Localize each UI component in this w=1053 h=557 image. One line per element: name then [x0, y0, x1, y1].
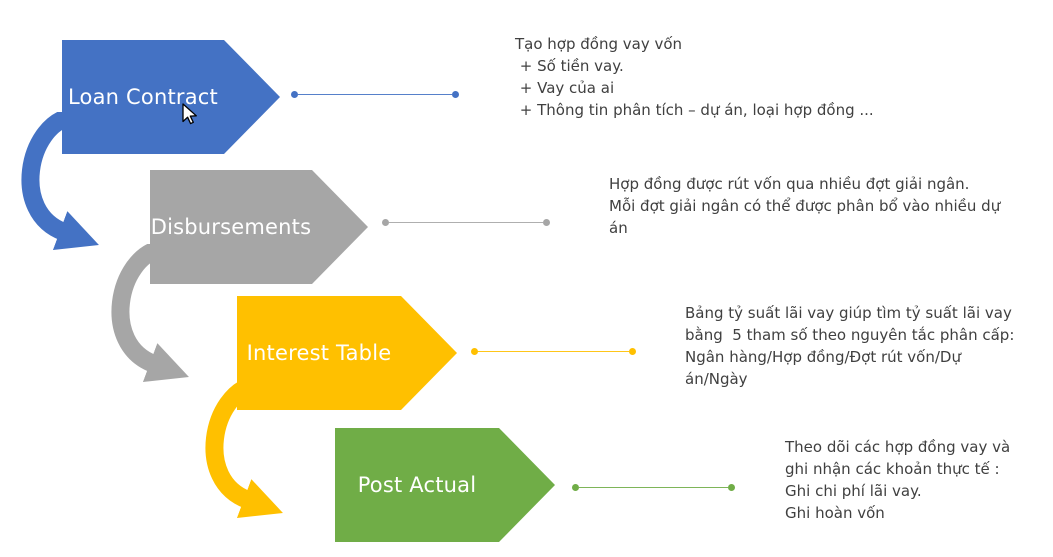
step-description-loan-contract: Tạo hợp đồng vay vốn + Số tiền vay. + Va…: [515, 35, 874, 119]
step-label-disbursements: Disbursements: [150, 215, 312, 239]
leader-dot-start: [291, 91, 298, 98]
leader-dot-end: [629, 348, 636, 355]
step-shape-post-actual[interactable]: Post Actual: [335, 428, 555, 542]
leader-dot-start: [471, 348, 478, 355]
step-description-post-actual: Theo dõi các hợp đồng vay và ghi nhận cá…: [785, 438, 1011, 522]
leader-line-post-actual: [572, 484, 735, 491]
leader-dot-end: [452, 91, 459, 98]
step-label-interest-table: Interest Table: [246, 341, 392, 365]
mouse-cursor-icon: [178, 102, 202, 130]
leader-line-disbursements: [382, 219, 550, 226]
step-label-loan-contract: Loan Contract: [68, 85, 218, 109]
leader-line-interest-table: [471, 348, 636, 355]
curved-arrow-icon: [12, 112, 124, 262]
step-description-disbursements: Hợp đồng được rút vốn qua nhiều đợt giải…: [609, 175, 1001, 237]
leader-line-segment: [298, 93, 452, 96]
leader-dot-start: [572, 484, 579, 491]
leader-line-segment: [478, 350, 629, 353]
step-shape-disbursements[interactable]: Disbursements: [150, 170, 368, 284]
step-label-post-actual: Post Actual: [357, 473, 477, 497]
leader-line-segment: [579, 486, 728, 489]
leader-dot-end: [543, 219, 550, 226]
curved-arrow-icon: [102, 244, 214, 394]
step-shape-interest-table[interactable]: Interest Table: [237, 296, 457, 410]
leader-line-loan-contract: [291, 91, 459, 98]
leader-line-segment: [389, 221, 543, 224]
step-description-interest-table: Bảng tỷ suất lãi vay giúp tìm tỷ suất lã…: [685, 304, 1015, 388]
leader-dot-end: [728, 484, 735, 491]
step-shape-loan-contract[interactable]: Loan Contract: [62, 40, 280, 154]
leader-dot-start: [382, 219, 389, 226]
